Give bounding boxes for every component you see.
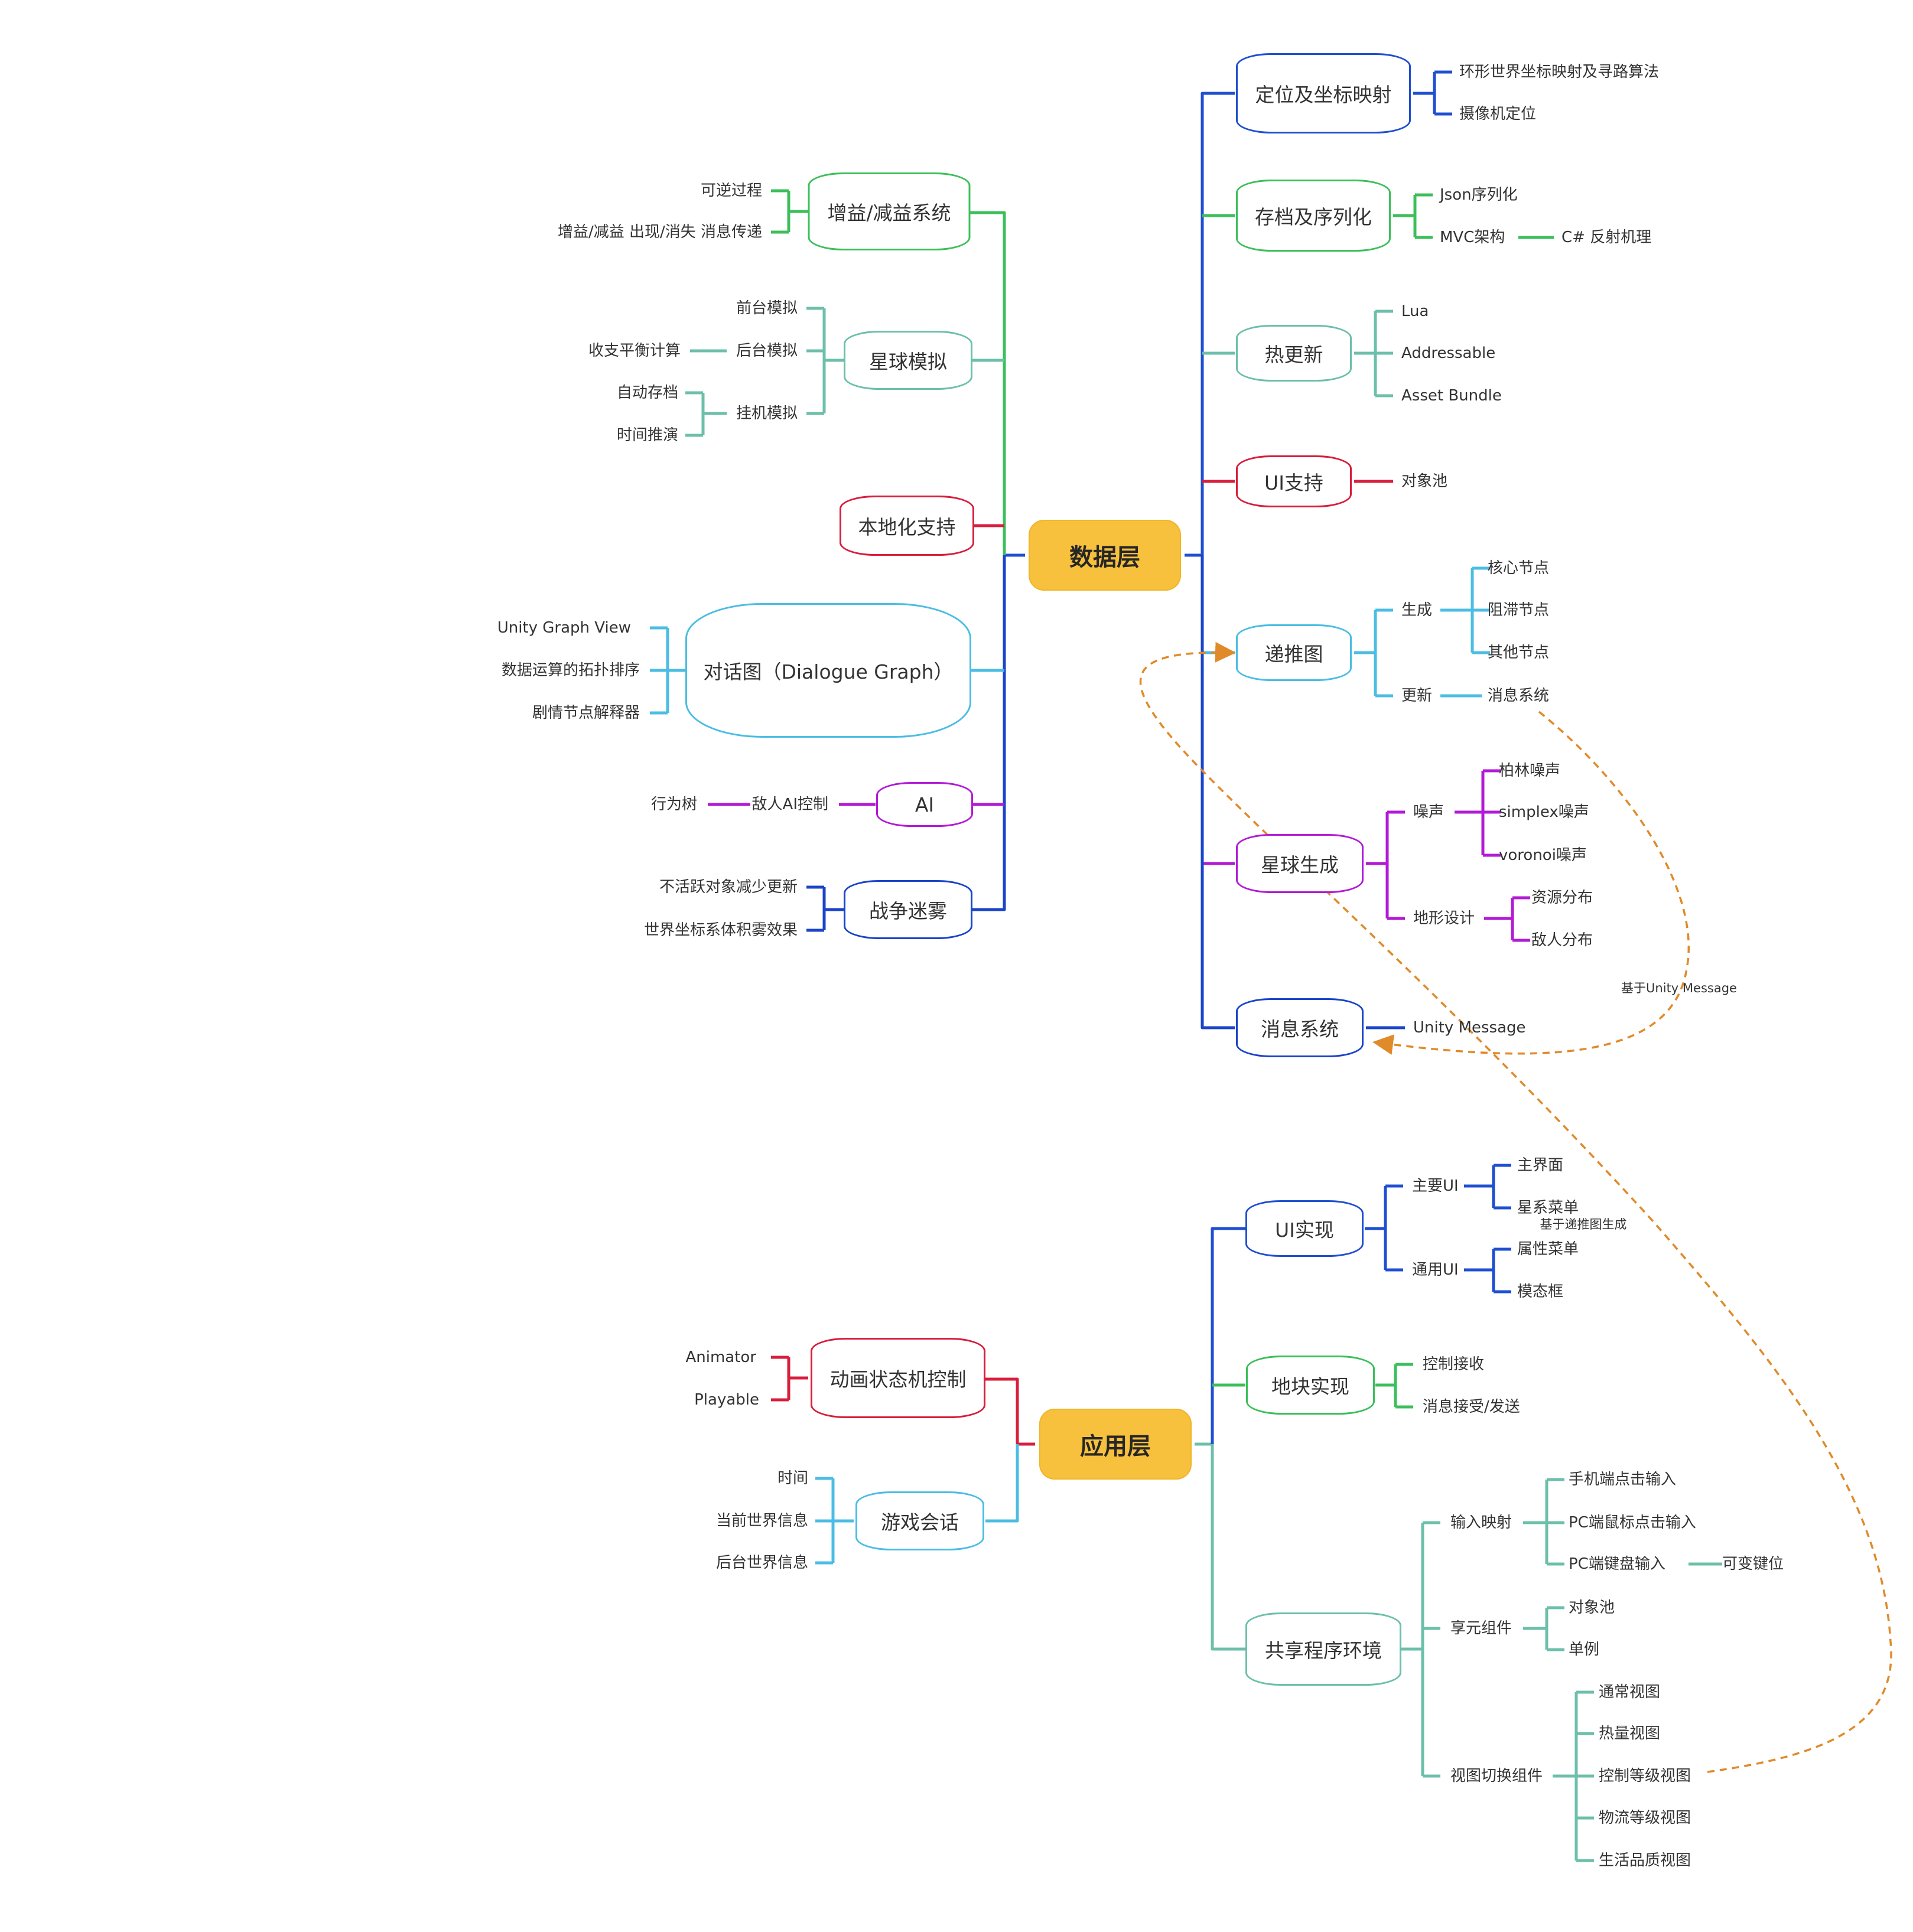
leaf-noise[interactable]: 噪声	[1413, 803, 1444, 821]
node-coordinate-mapping[interactable]: 定位及坐标映射	[1236, 53, 1411, 133]
leaf-camera-positioning[interactable]: 摄像机定位	[1459, 105, 1537, 123]
node-message-system[interactable]: 消息系统	[1236, 998, 1364, 1057]
leaf-mvc-architecture[interactable]: MVC架构	[1440, 229, 1505, 246]
leaf-topological-sort[interactable]: 数据运算的拓扑排序	[501, 662, 640, 679]
leaf-mobile-tap-input[interactable]: 手机端点击输入	[1569, 1471, 1677, 1488]
node-save-serialization[interactable]: 存档及序列化	[1236, 180, 1391, 252]
leaf-enemy-ai-control[interactable]: 敌人AI控制	[751, 796, 828, 813]
leaf-control-level-view[interactable]: 控制等级视图	[1599, 1767, 1691, 1785]
leaf-volumetric-fog[interactable]: 世界坐标系体积雾效果	[643, 921, 798, 939]
node-tile-implementation[interactable]: 地块实现	[1246, 1356, 1375, 1415]
node-game-session[interactable]: 游戏会话	[855, 1491, 984, 1550]
node-shared-environment[interactable]: 共享程序环境	[1245, 1612, 1401, 1686]
leaf-perlin-noise[interactable]: 柏林噪声	[1499, 762, 1561, 780]
leaf-main-screen[interactable]: 主界面	[1517, 1156, 1564, 1174]
leaf-inactive-objects[interactable]: 不活跃对象减少更新	[659, 878, 798, 896]
leaf-behavior-tree[interactable]: 行为树	[650, 796, 697, 813]
leaf-input-mapping[interactable]: 输入映射	[1450, 1514, 1512, 1532]
leaf-idle-sim[interactable]: 挂机模拟	[736, 405, 798, 422]
leaf-animator[interactable]: Animator	[685, 1348, 756, 1366]
leaf-quality-of-life-view[interactable]: 生活品质视图	[1599, 1852, 1691, 1869]
node-ai[interactable]: AI	[876, 782, 973, 827]
leaf-resource-distribution[interactable]: 资源分布	[1531, 889, 1593, 907]
node-localization[interactable]: 本地化支持	[840, 496, 974, 556]
leaf-background-sim[interactable]: 后台模拟	[736, 342, 798, 360]
leaf-logistics-level-view[interactable]: 物流等级视图	[1599, 1809, 1691, 1827]
leaf-lua[interactable]: Lua	[1401, 302, 1429, 320]
note-based-on-graph-generation: 基于递推图生成	[1540, 1217, 1627, 1231]
leaf-background-world-info[interactable]: 后台世界信息	[715, 1554, 808, 1572]
leaf-main-ui[interactable]: 主要UI	[1412, 1177, 1459, 1195]
leaf-asset-bundle[interactable]: Asset Bundle	[1401, 387, 1502, 405]
leaf-rebindable-keys[interactable]: 可变键位	[1722, 1555, 1784, 1573]
leaf-json-serialization[interactable]: Json序列化	[1440, 186, 1518, 204]
leaf-galaxy-menu[interactable]: 星系菜单	[1517, 1199, 1579, 1217]
leaf-terrain-design[interactable]: 地形设计	[1413, 910, 1475, 927]
leaf-object-pool[interactable]: 对象池	[1401, 473, 1448, 490]
node-ui-implementation[interactable]: UI实现	[1245, 1200, 1364, 1257]
leaf-buff-messaging[interactable]: 增益/减益 出现/消失 消息传递	[557, 223, 762, 241]
leaf-flyweight-component[interactable]: 享元组件	[1450, 1620, 1512, 1637]
leaf-generate[interactable]: 生成	[1401, 601, 1433, 619]
leaf-message-system-ref[interactable]: 消息系统	[1488, 687, 1550, 705]
leaf-story-node-interpreter[interactable]: 剧情节点解释器	[532, 704, 640, 722]
leaf-heat-view[interactable]: 热量视图	[1599, 1725, 1661, 1742]
node-animation-state-machine[interactable]: 动画状态机控制	[811, 1338, 985, 1418]
note-based-on-unity-message: 基于Unity Message	[1621, 981, 1737, 995]
node-buff-system[interactable]: 增益/减益系统	[808, 172, 971, 250]
leaf-balance-calc[interactable]: 收支平衡计算	[588, 342, 681, 360]
leaf-addressable[interactable]: Addressable	[1401, 344, 1496, 362]
leaf-core-node[interactable]: 核心节点	[1488, 559, 1550, 577]
leaf-property-menu[interactable]: 属性菜单	[1517, 1240, 1579, 1258]
node-fog-of-war[interactable]: 战争迷雾	[844, 880, 972, 939]
leaf-other-node[interactable]: 其他节点	[1488, 644, 1550, 662]
leaf-ring-world-pathfinding[interactable]: 环形世界坐标映射及寻路算法	[1459, 63, 1660, 81]
leaf-auto-save[interactable]: 自动存档	[616, 384, 678, 402]
leaf-normal-view[interactable]: 通常视图	[1599, 1683, 1661, 1701]
node-planet-simulation[interactable]: 星球模拟	[844, 331, 972, 390]
node-dialogue-graph[interactable]: 对话图（Dialogue Graph）	[685, 603, 971, 738]
leaf-update[interactable]: 更新	[1401, 687, 1433, 705]
node-ui-support[interactable]: UI支持	[1236, 455, 1352, 507]
app-layer-root[interactable]: 应用层	[1039, 1409, 1192, 1480]
leaf-unity-graph-view[interactable]: Unity Graph View	[497, 619, 631, 637]
leaf-csharp-reflection[interactable]: C# 反射机理	[1561, 229, 1652, 246]
node-hot-update[interactable]: 热更新	[1236, 325, 1352, 382]
leaf-pc-keyboard-input[interactable]: PC端键盘输入	[1569, 1555, 1665, 1573]
node-recurrence-graph[interactable]: 递推图	[1236, 624, 1352, 681]
leaf-block-node[interactable]: 阻滞节点	[1488, 601, 1550, 619]
leaf-time-progression[interactable]: 时间推演	[616, 426, 678, 444]
leaf-reversible[interactable]: 可逆过程	[700, 182, 762, 200]
leaf-unity-message[interactable]: Unity Message	[1413, 1019, 1526, 1037]
leaf-voronoi-noise[interactable]: voronoi噪声	[1499, 846, 1587, 864]
leaf-message-send-receive[interactable]: 消息接受/发送	[1423, 1398, 1520, 1416]
leaf-current-world-info[interactable]: 当前世界信息	[715, 1512, 808, 1530]
leaf-foreground-sim[interactable]: 前台模拟	[736, 299, 798, 317]
leaf-shared-object-pool[interactable]: 对象池	[1569, 1599, 1615, 1617]
leaf-control-receive[interactable]: 控制接收	[1423, 1356, 1485, 1373]
leaf-enemy-distribution[interactable]: 敌人分布	[1531, 931, 1593, 949]
leaf-singleton[interactable]: 单例	[1569, 1641, 1600, 1659]
leaf-modal[interactable]: 模态框	[1517, 1283, 1564, 1301]
leaf-simplex-noise[interactable]: simplex噪声	[1499, 803, 1589, 821]
leaf-pc-mouse-input[interactable]: PC端鼠标点击输入	[1569, 1514, 1696, 1532]
leaf-common-ui[interactable]: 通用UI	[1412, 1261, 1459, 1279]
leaf-time[interactable]: 时间	[777, 1470, 808, 1487]
ref-arc-unity-message	[1372, 711, 1690, 1055]
leaf-playable[interactable]: Playable	[694, 1391, 759, 1409]
node-planet-generation[interactable]: 星球生成	[1236, 834, 1364, 893]
data-layer-root[interactable]: 数据层	[1029, 520, 1181, 591]
leaf-view-switcher[interactable]: 视图切换组件	[1450, 1767, 1543, 1785]
